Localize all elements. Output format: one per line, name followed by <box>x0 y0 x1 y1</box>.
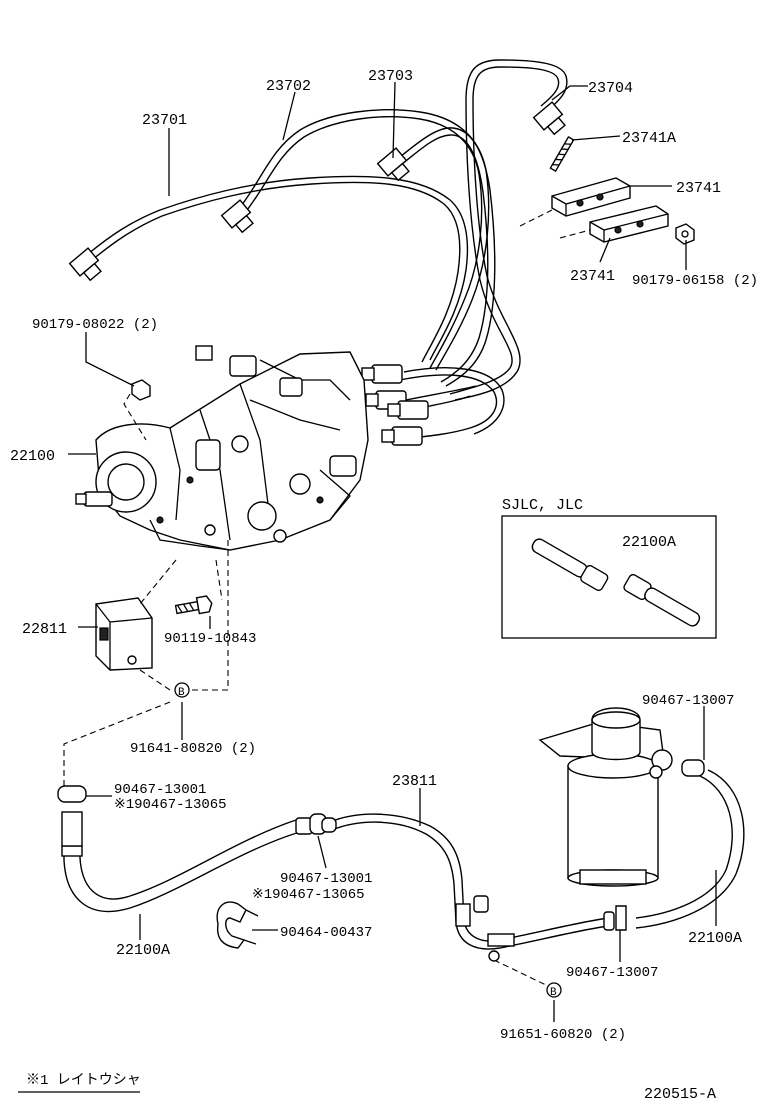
fuel-hose-22100A-left-icon <box>57 785 301 913</box>
label-90179-06158: 90179-06158 (2) <box>632 273 758 289</box>
bolt-90119-10843-icon <box>174 595 213 615</box>
pipe-fittings <box>68 101 566 446</box>
label-90119-10843: 90119-10843 <box>164 631 256 647</box>
label-23741A: 23741A <box>622 130 676 147</box>
nut-icon <box>675 223 695 245</box>
inset-box <box>501 515 717 639</box>
label-90464-00437: 90464-00437 <box>280 925 372 941</box>
label-23741-bottom: 23741 <box>570 268 615 285</box>
label-22811: 22811 <box>22 621 67 638</box>
clamp-lower-icon <box>589 205 669 243</box>
b-marker-icon: B <box>546 982 562 999</box>
fuel-filter-icon <box>538 707 673 887</box>
hose-clamp-90467-13001-icon <box>295 813 327 835</box>
svg-text:B: B <box>178 687 185 699</box>
label-22100A-right: 22100A <box>688 930 742 947</box>
clamp-upper-icon <box>551 177 631 217</box>
label-90467-13007-top: 90467-13007 <box>642 693 734 709</box>
pipe-clamp-set <box>519 135 695 245</box>
label-23811: 23811 <box>392 773 437 790</box>
nut-90179-08022-icon <box>131 379 151 401</box>
label-23701: 23701 <box>142 112 187 129</box>
injection-pump-icon <box>75 345 369 551</box>
label-90467-13007-bottom: 90467-13007 <box>566 965 658 981</box>
label-90467-13001-a: 90467-13001 <box>114 782 206 798</box>
label-22100A-left: 22100A <box>116 942 170 959</box>
label-23741-top: 23741 <box>676 180 721 197</box>
label-190467-13065-a: ※190467-13065 <box>114 797 227 813</box>
drawing-number: 220515-A <box>644 1086 716 1103</box>
label-22100: 22100 <box>10 448 55 465</box>
footnote: ※1 レイトウシャ <box>26 1072 141 1089</box>
label-90179-08022: 90179-08022 (2) <box>32 317 158 333</box>
label-23703: 23703 <box>368 68 413 85</box>
leader-lines <box>68 81 717 1022</box>
label-91651-60820: 91651-60820 (2) <box>500 1027 626 1043</box>
label-91641-80820: 91641-80820 (2) <box>130 741 256 757</box>
label-90467-13001-b: 90467-13001 <box>280 871 372 887</box>
fuel-pipe-23811-icon <box>321 813 615 962</box>
b-marker-icon: B <box>174 682 190 699</box>
clip-90464-00437-icon <box>216 901 259 949</box>
svg-text:B: B <box>550 987 557 999</box>
label-23702: 23702 <box>266 78 311 95</box>
inset-title: SJLC, JLC <box>502 497 583 514</box>
inset-label-22100A: 22100A <box>622 534 676 551</box>
fuel-hose-22100A-right-icon <box>615 759 745 931</box>
bracket-22811-icon <box>95 597 153 671</box>
label-23704: 23704 <box>588 80 633 97</box>
label-190467-13065-b: ※190467-13065 <box>252 887 365 903</box>
stud-bolt-icon <box>549 135 575 173</box>
part-labels: 23701 23702 23703 23704 23741A 23741 237… <box>10 68 758 1103</box>
